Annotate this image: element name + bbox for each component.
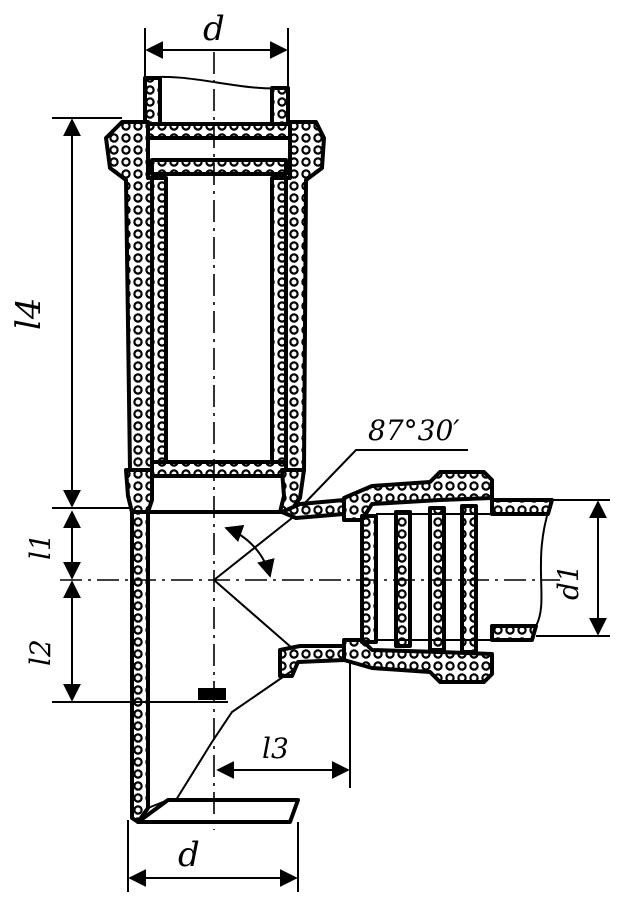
label-l2: l2	[24, 639, 57, 666]
branch-outlet	[212, 470, 554, 684]
tee-body-main	[130, 510, 300, 824]
upper-socket	[104, 75, 326, 514]
label-d-bottom: d	[178, 835, 200, 875]
label-d-top: d	[203, 9, 225, 49]
label-d1: d1	[552, 564, 585, 600]
label-angle: 87°30′	[368, 414, 460, 447]
centerlines	[60, 52, 560, 830]
labels: d d l4 l1 l2 l3 d1 87°30′	[9, 9, 585, 875]
label-l1: l1	[24, 533, 57, 560]
label-l3: l3	[262, 732, 289, 765]
dimensions	[52, 28, 610, 892]
label-l4: l4	[9, 297, 49, 330]
